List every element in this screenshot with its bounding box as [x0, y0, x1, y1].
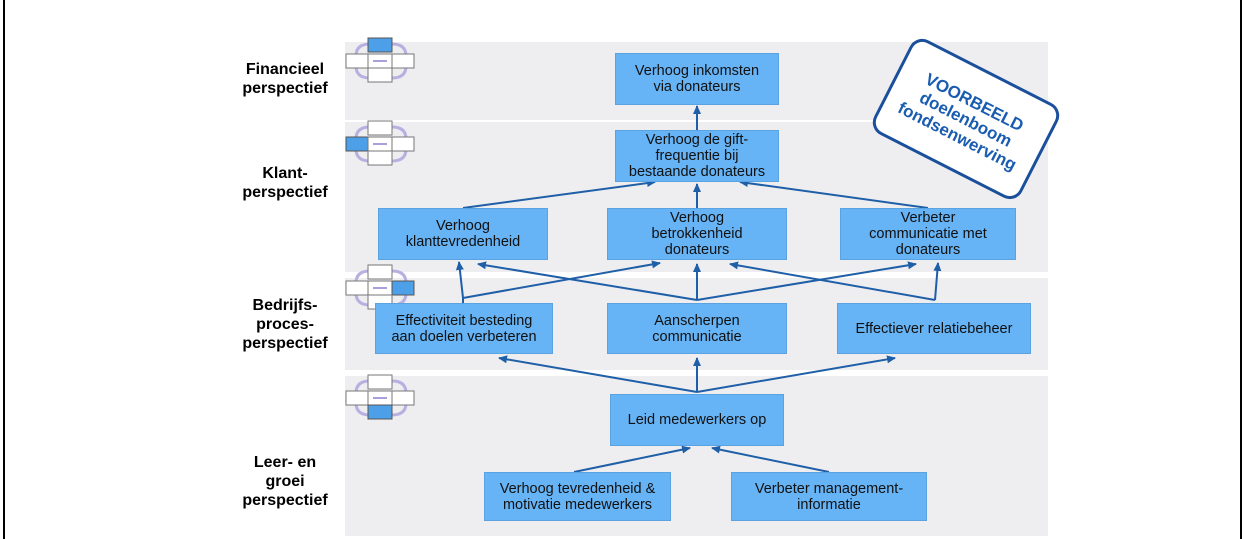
- scorecard-financial-icon: [345, 37, 415, 83]
- perspective-learning: Leer- en groei perspectief: [242, 454, 328, 509]
- goal-donor-involvement: Verhoog betrokkenheid donateurs: [607, 208, 787, 260]
- goal-gift-frequency: Verhoog de gift- frequentie bij bestaand…: [615, 130, 779, 182]
- perspective-customer: Klant- perspectief: [242, 165, 328, 201]
- goal-management-info: Verbeter management- informatie: [731, 472, 927, 521]
- goal-sharpen-communication: Aanscherpen communicatie: [607, 303, 787, 354]
- scorecard-process-icon: [345, 264, 415, 310]
- scorecard-learning-icon: [345, 374, 415, 420]
- goal-relationship-management: Effectiever relatiebeheer: [837, 303, 1031, 354]
- goal-donor-communication: Verbeter communicatie met donateurs: [840, 208, 1016, 260]
- frame-border-right: [1240, 0, 1242, 539]
- goal-spending-effectiveness: Effectiviteit besteding aan doelen verbe…: [375, 303, 553, 354]
- perspective-process: Bedrijfs- proces- perspectief: [242, 297, 328, 352]
- scorecard-customer-icon: [345, 120, 415, 166]
- perspective-financial: Financieel perspectief: [242, 61, 328, 97]
- goal-increase-income: Verhoog inkomsten via donateurs: [615, 53, 779, 105]
- goal-customer-satisfaction: Verhoog klanttevredenheid: [378, 208, 548, 260]
- frame-border-left: [3, 0, 5, 539]
- goal-train-staff: Leid medewerkers op: [610, 394, 784, 446]
- goal-staff-satisfaction: Verhoog tevredenheid & motivatie medewer…: [484, 472, 671, 521]
